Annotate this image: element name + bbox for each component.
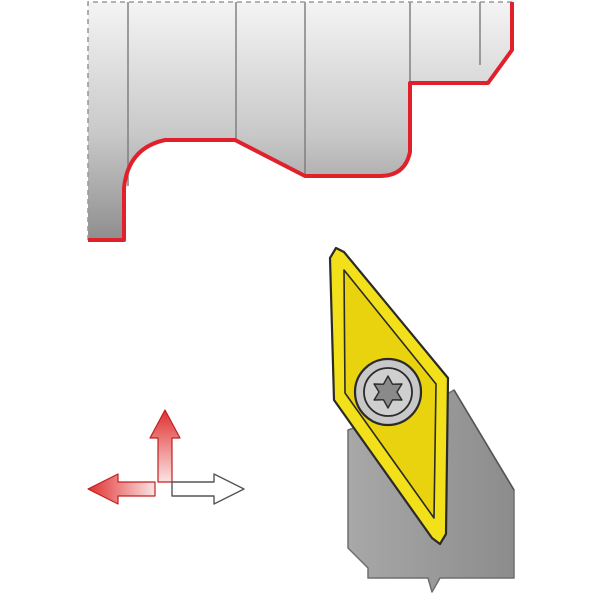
arrow-left-icon [87, 473, 156, 505]
workpiece-section-lines [127, 2, 481, 186]
stock-outline-dashed [87, 1, 512, 240]
holder-edge [453, 389, 515, 491]
feed-direction-arrows [87, 409, 245, 505]
arrow-right-icon [171, 473, 245, 505]
workpiece-body [88, 2, 512, 240]
machined-contour [88, 2, 514, 242]
torx-screw-icon [353, 357, 423, 427]
arrow-up-icon [149, 409, 181, 483]
torx-recess [373, 375, 403, 409]
turned-part-profile-icon [87, 1, 514, 242]
